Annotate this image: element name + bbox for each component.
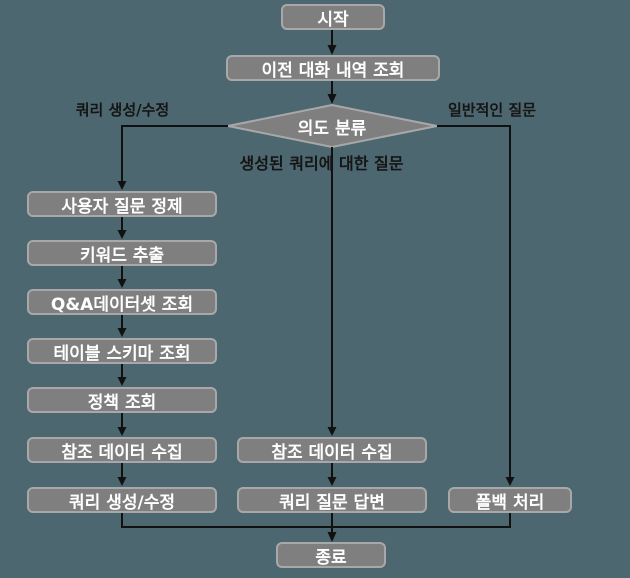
edge-label-generated-query-question: 생성된 쿼리에 대한 질문 <box>239 154 404 173</box>
node-previous-conversation-lookup: 이전 대화 내역 조회 <box>226 55 440 81</box>
node-reference-data-collection-left: 참조 데이터 수집 <box>27 437 217 463</box>
edge-label-general-question: 일반적인 질문 <box>447 101 537 119</box>
node-start: 시작 <box>281 4 385 30</box>
node-keyword-extraction: 키워드 추출 <box>27 240 217 266</box>
node-query-create-modify: 쿼리 생성/수정 <box>27 487 217 513</box>
node-qa-dataset-lookup: Q&A데이터셋 조회 <box>27 289 217 315</box>
node-table-schema-lookup: 테이블 스키마 조회 <box>27 338 217 364</box>
node-fallback-processing: 폴백 처리 <box>448 487 572 513</box>
edge-label-query-create-modify: 쿼리 생성/수정 <box>75 101 170 119</box>
node-intent-classification: 의도 분류 <box>297 118 367 139</box>
node-reference-data-collection-middle: 참조 데이터 수집 <box>237 437 427 463</box>
node-user-question-refine: 사용자 질문 정제 <box>27 191 217 217</box>
node-end: 종료 <box>276 542 386 568</box>
node-query-question-answer: 쿼리 질문 답변 <box>237 487 427 513</box>
node-policy-lookup: 정책 조회 <box>27 387 217 413</box>
